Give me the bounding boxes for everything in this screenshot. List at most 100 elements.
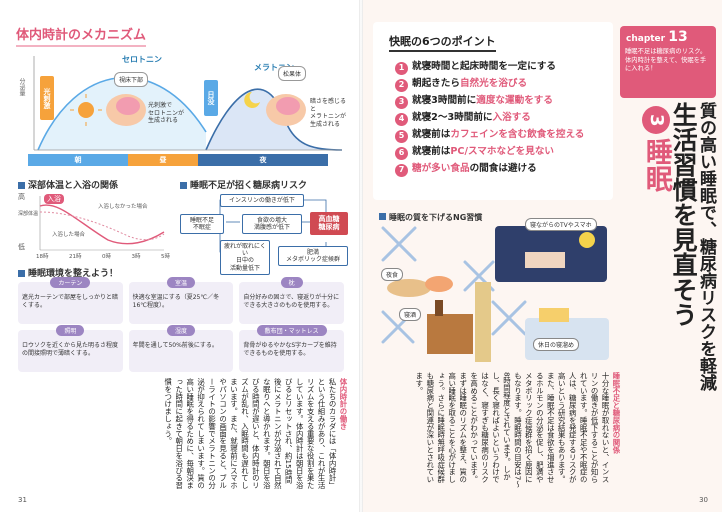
env-card-text: 自分好みの固さで、寝返りが十分にできる大きさのものを使用する。 [243,294,340,310]
tip-number: 6 [395,147,408,160]
time-of-day-band: 朝 昼 夜 [28,154,328,166]
tip-item: 5 就寝前はカフェインを含む飲食を控える [395,129,605,143]
tips-title: 快眠の6つのポイント [389,33,496,52]
temp-high: 高 [18,193,25,201]
ng-illustration: 寝ながらのTVやスマホ 夜食 寝酒 休日の寝溜め [375,218,615,364]
bath-case-label: 入浴した場合 [52,232,86,238]
gutter [359,0,363,512]
env-card: 敷布団・マットレス背骨がゆるやかなS字カーブを維持できるものを使用する。 [239,325,344,372]
x-tick: 0時 [102,254,111,260]
temp-curves [39,196,165,251]
title-line-3: 3睡眠 [641,102,672,402]
left-page: 体内時計のメカニズム 分泌量 セロトニン [16,24,350,504]
right-body-heading: 睡眠不足と糖尿病の関係 [612,372,621,454]
body-clock-diagram: 分泌量 セロトニン メラトニン 光刺激 日没 視床下部 松果体 光刺激で セロト… [16,52,346,172]
flow-sleep-lack: 睡眠不足 不眠症 [180,214,224,235]
hormone-curve-chart [33,56,343,151]
env-card: 室温快適な室温にする（夏25℃／冬16℃程度）。 [128,277,234,324]
tip-number: 5 [395,130,408,143]
ng-label-nightcap: 寝酒 [399,308,422,321]
tip-item: 4 就寝2〜3時間前に入浴する [395,112,605,126]
tip-text: 就寝前はカフェインを含む飲食を控える [412,129,585,140]
right-page-number: 30 [699,496,708,504]
env-card-text: 年間を通して50%前後にする。 [132,342,218,349]
env-card: 枕自分好みの固さで、寝返りが十分にできる大きさのものを使用する。 [239,277,344,324]
left-page-number: 31 [18,496,27,504]
env-card-header: 敷布団・マットレス [256,325,327,336]
hypothalamus-bubble: 視床下部 [114,72,149,87]
tip-item: 7 糖が多い食品の間食は避ける [395,163,605,177]
x-tick: 21時 [69,254,82,260]
temp-section-title: 深部体温と入浴の関係 [18,178,118,191]
title-number-circle: 3 [641,106,670,134]
env-card-text: 快適な室温にする（夏25℃／冬16℃程度）。 [132,294,220,310]
chapter-note: 睡眠不足は糖尿病のリスク。体内時計を整えて、快眠を手に入れる！ [625,48,707,72]
ng-label-late-snack: 夜食 [381,268,404,281]
tip-text: 就寝2〜3時間前に入浴する [412,112,531,123]
night-note: 暗さを感じると メラトニンが 生成される [310,98,347,128]
env-card: 照明ロウソクを近くから見た明るさ程度の間接照明で薄暗くする。 [18,325,123,372]
env-card-header: 室温 [166,277,195,288]
risk-section-title: 睡眠不足が招く糖尿病リスク [180,178,307,191]
env-card-header: 枕 [280,277,303,288]
env-card: カーテン遮光カーテンで部屋をしっかりと暗くする。 [18,277,123,324]
band-noon: 昼 [128,154,198,166]
tip-text: 糖が多い食品の間食は避ける [412,163,537,174]
serotonin-label: セロトニン [122,55,162,64]
right-body-text: 睡眠不足と糖尿病の関係 十分な睡眠が取れないと、インスリンの働きが低下することが… [373,372,621,488]
no-bath-label: 入浴しなかった場合 [98,204,148,210]
temp-chart: 高 低 深部体温 入浴 入浴しなかった場合 入浴した場合 18時 21時 0時 … [18,192,170,262]
risk-flow: インスリンの働きが低下 睡眠不足 不眠症 食欲の増大 満腹感が低下 高血糖 糖尿… [180,192,350,275]
mechanism-title: 体内時計のメカニズム [16,24,147,47]
tip-item: 6 就寝前はPC/スマホなどを見ない [395,146,605,160]
tip-text: 就寝前はPC/スマホなどを見ない [412,146,555,157]
tip-text: 朝起きたら自然光を浴びる [412,78,528,89]
left-body-heading: 体内時計の働き [339,378,348,430]
flow-appetite: 食欲の増大 満腹感が低下 [242,214,302,235]
chapter-title: 質の高い睡眠で、糖尿病リスクを軽減 生活習慣を見直そう 3睡眠 [620,102,716,402]
bath-tag: 入浴 [44,194,64,204]
y-axis-label: 分泌量 [18,78,25,96]
env-section-title: 睡眠環境を整えよう！ [18,266,118,279]
ng-label-oversleep: 休日の寝溜め [533,338,580,351]
env-card-text: ロウソクを近くから見た明るさ程度の間接照明で薄暗くする。 [22,342,119,358]
env-card-text: 遮光カーテンで部屋をしっかりと暗くする。 [22,294,119,310]
chapter-badge: chapter 13 睡眠不足は糖尿病のリスク。体内時計を整えて、快眠を手に入れ… [620,26,716,98]
pineal-bubble: 松果体 [278,66,307,81]
tip-number: 3 [395,96,408,109]
morning-note: 光刺激で セロトニンが 生成される [148,102,185,124]
melatonin-label: メラトニン [254,63,294,72]
env-grid: カーテン遮光カーテンで部屋をしっかりと暗くする。 室温快適な室温にする（夏25℃… [18,277,344,372]
temp-ylabel: 深部体温 [18,211,39,217]
band-night: 夜 [198,154,328,166]
temp-low: 低 [18,243,25,251]
left-body-paragraph: 私たちのカラダには「体内時計」という仕組みがあり、これが生活リズムを支える重要な… [163,378,338,489]
tip-number: 7 [395,164,408,177]
flow-activity: 疲れが取れにくい 日中の 活動量低下 [220,240,270,275]
left-body-text: 体内時計の働き 私たちのカラダには「体内時計」という仕組みがあり、これが生活リズ… [16,378,348,490]
x-tick: 18時 [36,254,49,260]
env-card-header: 照明 [56,325,85,336]
flow-diabetes: 高血糖 糖尿病 [310,212,348,235]
env-card-header: カーテン [50,277,91,288]
temp-x-ticks: 18時 21時 0時 3時 5時 [36,252,170,260]
tip-number: 4 [395,113,408,126]
chapter-tag: chapter 13 [626,29,688,45]
ng-label-tv: 寝ながらのTVやスマホ [525,218,597,231]
tip-text: 就寝時間と起床時間を一定にする [412,61,557,72]
env-card-text: 背骨がゆるやかなS字カーブを維持できるものを使用する。 [243,342,337,358]
light-stimulus-badge: 光刺激 [40,76,54,120]
x-tick: 3時 [131,254,141,260]
ng-illustration-art [381,226,609,362]
flow-obesity: 肥満 メタボリック症候群 [278,246,348,267]
ng-section-title: 睡眠の質を下げるNG習慣 [379,212,482,223]
x-tick: 5時 [161,254,170,260]
title-line-2: 生活習慣を見直そう [669,102,699,327]
band-morning: 朝 [28,154,128,166]
tip-text: 就寝3時間前に適度な運動をする [412,95,553,106]
sunset-badge: 日没 [204,80,218,116]
